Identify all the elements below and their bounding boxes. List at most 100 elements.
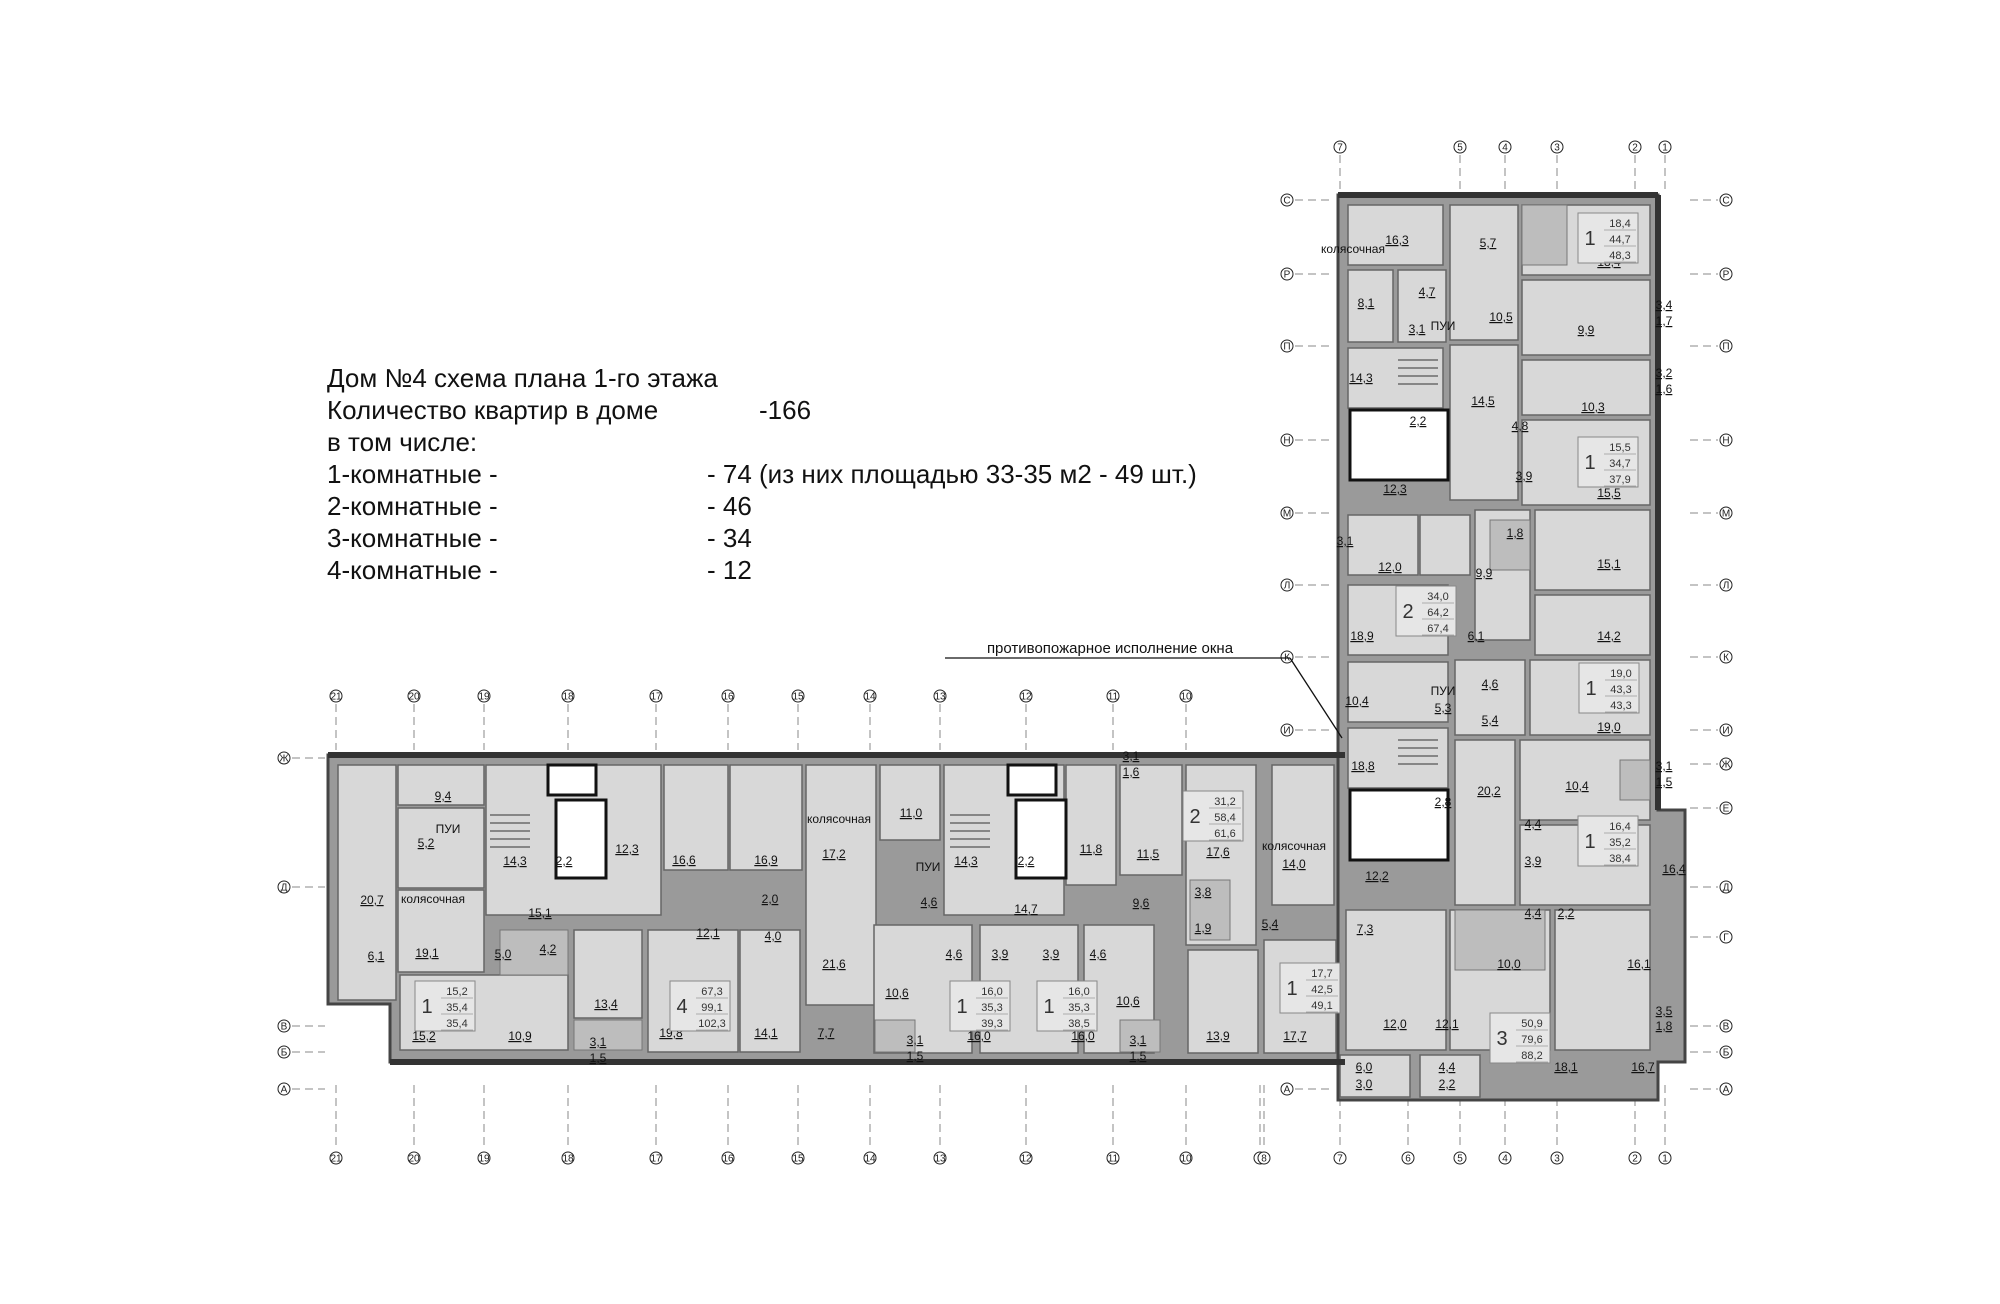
axis-bubble-wing-left [1280, 267, 1294, 281]
legend-row-value: - 74 (из них площадью 33-35 м2 - 49 шт.) [707, 459, 1197, 489]
axis-bubble-bottom [1658, 1151, 1672, 1165]
axis-bubble-right [1719, 880, 1733, 894]
room-area-label: 9,4 [435, 789, 452, 803]
axis-bubble-wing-left-label: И [1283, 726, 1290, 737]
room-area-label: 3,1 [1130, 1033, 1147, 1047]
apartment-area: 16,0 [1068, 986, 1089, 998]
axis-bubble-top-label: 11 [1108, 692, 1119, 703]
room-area-label: 3,9 [1043, 947, 1060, 961]
apartment-rooms-count: 1 [1585, 678, 1596, 700]
room-area-label: 3,1 [1656, 759, 1673, 773]
apartment-area: 67,3 [701, 986, 722, 998]
axis-bubble-top [1019, 689, 1033, 703]
axis-bubble-right [1719, 757, 1733, 771]
legend-count-row: Количество квартир в доме -166 [327, 394, 1227, 426]
room-area-label: 6,1 [1468, 629, 1485, 643]
room-area-label: 18,8 [1351, 759, 1375, 773]
apartment-area: 99,1 [701, 1002, 722, 1014]
axis-bubble-right [1719, 650, 1733, 664]
stairs-icon [490, 359, 1438, 848]
room-area-label: ПУИ [436, 822, 461, 836]
room-area-label: 2,2 [556, 854, 573, 868]
legend-row-label: 2-комнатные - [327, 491, 498, 521]
apartment-area: 43,3 [1610, 684, 1631, 696]
room-area-label: 12,1 [1435, 1017, 1459, 1031]
room-area-label: 4,0 [765, 929, 782, 943]
axis-bubble-right-label: И [1722, 726, 1729, 737]
room-area-label: 1,9 [1195, 921, 1212, 935]
axis-bubble-top [477, 689, 491, 703]
axis-bubble-left [277, 751, 291, 765]
axis-bubble-right-label: С [1722, 196, 1729, 207]
room-area-label: 2,8 [1435, 795, 1452, 809]
legend-including: в том числе: [327, 427, 478, 457]
stair-lift-cores [546, 408, 1450, 880]
axis-bubble-wing-left [1280, 193, 1294, 207]
room-area-label: 4,4 [1525, 817, 1542, 831]
axis-bubble-right [1719, 267, 1733, 281]
axis-bubble-bottom [1550, 1151, 1564, 1165]
apartment-area: 37,9 [1609, 474, 1630, 486]
legend-row-2room: 2-комнатные - - 46 [327, 490, 1227, 522]
room-area-label: 6,1 [368, 949, 385, 963]
apartment-badge: 115,534,737,9 [1577, 436, 1639, 488]
axis-bubble-right-label: Л [1723, 581, 1730, 592]
room-area-label: 5,4 [1482, 713, 1499, 727]
room-area-label: 1,5 [590, 1051, 607, 1065]
axis-bubble-right-label: К [1723, 653, 1729, 664]
room-area-label: 14,7 [1014, 902, 1038, 916]
room-area-label: 4,6 [946, 947, 963, 961]
room-area-label: 13,9 [1206, 1029, 1230, 1043]
fire-window-note: противопожарное исполнение окна [945, 640, 1343, 739]
axis-bubble-bottom-label: 15 [792, 1154, 804, 1165]
apartment-badge: 115,235,435,4 [414, 980, 476, 1032]
room-area-label: 10,3 [1581, 400, 1605, 414]
room-area-label: 1,5 [907, 1049, 924, 1063]
room-area-label: 10,6 [1116, 994, 1140, 1008]
axis-bubble-wing-left [1280, 339, 1294, 353]
axis-bubble-bottom-label: 16 [722, 1154, 734, 1165]
room-area-label: 20,7 [360, 893, 384, 907]
room-area-label: 2,2 [1439, 1077, 1456, 1091]
axis-bubble-right-label: П [1722, 342, 1729, 353]
axis-bubble-right-label: Г [1723, 933, 1729, 944]
room-area-label: 14,3 [954, 854, 978, 868]
apartment-area: 50,9 [1521, 1018, 1542, 1030]
room-area-label: 2,2 [1558, 906, 1575, 920]
axis-bubble-right-label: Р [1723, 270, 1730, 281]
apartment-area: 39,3 [981, 1018, 1002, 1030]
apartment-badge: 116,435,238,4 [1577, 815, 1639, 867]
room-area-label: 16,1 [1627, 957, 1651, 971]
apartment-area: 35,3 [1068, 1002, 1089, 1014]
apartment-rooms-count: 3 [1496, 1028, 1507, 1050]
axis-bubble-top [329, 689, 343, 703]
room-area-label: 3,1 [1409, 322, 1426, 336]
wet-rooms [499, 204, 1651, 1053]
room-area-label: 10,9 [508, 1029, 532, 1043]
apartment-area: 16,0 [981, 986, 1002, 998]
room-area-label: 10,5 [1489, 310, 1513, 324]
room-area-label: 5,3 [1435, 701, 1452, 715]
room-area-label: 3,1 [1337, 534, 1354, 548]
apartment-rooms-count: 4 [676, 996, 687, 1018]
apartment-area: 15,2 [446, 986, 467, 998]
axis-bubble-wing-left [1280, 433, 1294, 447]
axis-bubble-bottom-label: 13 [934, 1154, 946, 1165]
room-area-label: 12,0 [1378, 560, 1402, 574]
axis-bubble-bottom [477, 1151, 491, 1165]
axis-bubble-bottom [1333, 1151, 1347, 1165]
axis-bubble-top-label: 19 [478, 692, 490, 703]
room-area-label: 8,1 [1358, 296, 1375, 310]
exterior-walls [328, 192, 1661, 1065]
axis-bubble-wing-left-label: М [1283, 509, 1291, 520]
room-area-label: 1,7 [1656, 314, 1673, 328]
room-area-label: 1,8 [1507, 526, 1524, 540]
room-area-label: 3,9 [1516, 469, 1533, 483]
axis-bubble-right-label: М [1722, 509, 1730, 520]
room-area-label: 14,3 [1349, 371, 1373, 385]
axis-bubble-top [1179, 689, 1193, 703]
room-area-label: 18,1 [1554, 1060, 1578, 1074]
axis-bubble-top-label: 17 [650, 692, 662, 703]
apartment-area: 38,4 [1609, 853, 1630, 865]
apartment-rooms-count: 1 [1043, 996, 1054, 1018]
